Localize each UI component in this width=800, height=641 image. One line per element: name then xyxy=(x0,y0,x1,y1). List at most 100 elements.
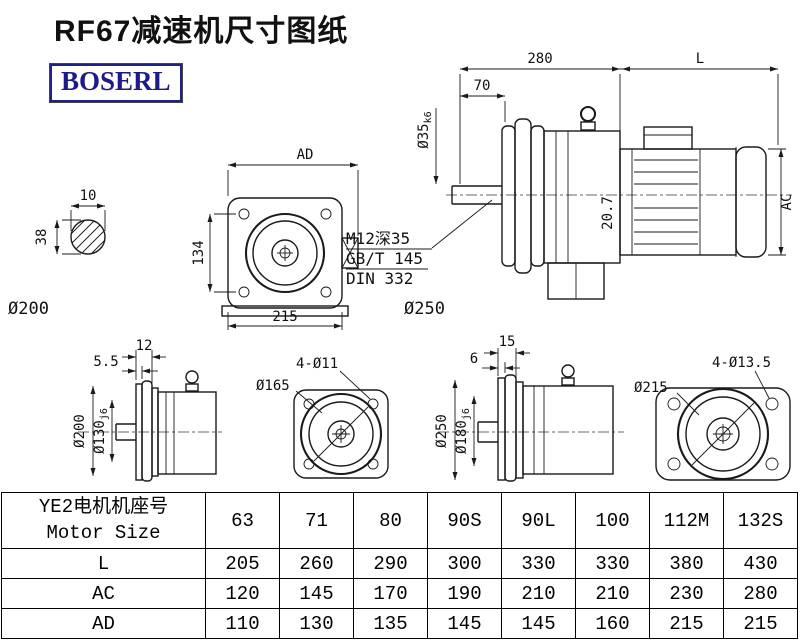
eyebolt xyxy=(579,105,597,131)
large-gearbox-side-view: 15 6 Ø250 Ø180j6 xyxy=(434,334,624,482)
dim-l-label: L xyxy=(696,51,704,67)
large-flange-front-view: 4-Ø13.5 Ø215 xyxy=(634,355,791,481)
shaft-section-circle xyxy=(70,219,106,255)
table-cell: 300 xyxy=(427,548,502,579)
motor-body xyxy=(619,126,767,258)
gearbox-housing xyxy=(501,118,621,300)
terminal-box xyxy=(643,126,693,150)
eyebolt xyxy=(561,364,575,386)
motor-size-value: 100 xyxy=(575,492,650,549)
flange-circle xyxy=(244,212,326,294)
table-row-ac: AC 120 145 170 190 210 210 230 280 xyxy=(1,578,798,609)
leader-lines xyxy=(295,370,371,414)
table-cell: 190 xyxy=(427,578,502,609)
thread-note: M12深35 xyxy=(346,229,410,248)
small-flange-front-view: 4-Ø11 Ø165 xyxy=(256,356,389,479)
dim-12-label: 12 xyxy=(136,338,153,354)
table-cell: 145 xyxy=(501,608,576,639)
motor-size-label-cn: YE2电机机座号 xyxy=(38,495,169,518)
table-cell: 260 xyxy=(279,548,354,579)
dia-250-label: Ø250 xyxy=(434,414,450,448)
eyebolt xyxy=(185,370,199,392)
table-cell: 160 xyxy=(575,608,650,639)
gearmotor-side-view: 280 L 70 Ø35k6 AC 20.7 M12深35 GB/T 145 D… xyxy=(346,51,795,300)
table-cell: 380 xyxy=(649,548,724,579)
bolt-holes-label: 4-Ø11 xyxy=(296,356,338,372)
dim-10-label: 10 xyxy=(80,188,97,204)
motor-size-header-cell: YE2电机机座号 Motor Size xyxy=(1,492,206,549)
dia-130j6-label: Ø130j6 xyxy=(92,408,110,454)
base-foot xyxy=(221,305,349,317)
table-cell: 430 xyxy=(723,548,798,579)
output-shaft xyxy=(477,421,498,443)
motor-size-value: 112M xyxy=(649,492,724,549)
dim-15-label: 15 xyxy=(499,334,516,350)
center-cross xyxy=(691,402,755,466)
dia-215-label: Ø215 xyxy=(634,380,668,396)
row-label: L xyxy=(1,548,206,579)
table-cell: 330 xyxy=(501,548,576,579)
dia-180j6-label: Ø180j6 xyxy=(454,408,472,454)
motor-fins xyxy=(634,159,698,245)
small-gearbox-side-view: 12 5.5 Ø200 Ø130j6 xyxy=(72,338,222,482)
housing xyxy=(135,380,217,482)
side-boss xyxy=(341,237,359,269)
dim-70-label: 70 xyxy=(474,78,491,94)
table-cell: 330 xyxy=(575,548,650,579)
motor-size-value: 90S xyxy=(427,492,502,549)
motor-size-label-en: Motor Size xyxy=(46,521,161,544)
row-label: AC xyxy=(1,578,206,609)
center-cross xyxy=(313,406,369,462)
flange-dia-label-250: Ø250 xyxy=(404,299,445,319)
fan-cover xyxy=(735,146,767,258)
leader-lines xyxy=(676,370,770,416)
table-cell: 170 xyxy=(353,578,428,609)
table-header-row: YE2电机机座号 Motor Size 63 71 80 90S 90L 100… xyxy=(1,492,798,549)
table-row-l: L 205 260 290 300 330 330 380 430 xyxy=(1,548,798,579)
dim-215-label: 215 xyxy=(272,309,297,325)
dim-ac-label: AC xyxy=(779,194,795,211)
center-cross xyxy=(277,245,293,261)
table-cell: 145 xyxy=(279,578,354,609)
din-standard-note: DIN 332 xyxy=(346,269,413,288)
technical-drawing: 10 38 xyxy=(8,51,795,482)
dia-200-label: Ø200 xyxy=(72,414,88,448)
motor-size-value: 80 xyxy=(353,492,428,549)
table-cell: 110 xyxy=(205,608,280,639)
output-shaft xyxy=(451,185,502,205)
flange-dia-label-200: Ø200 xyxy=(8,299,49,319)
bolt-holes xyxy=(667,397,779,471)
output-shaft xyxy=(115,423,136,441)
bolt-holes xyxy=(238,208,332,298)
table-cell: 145 xyxy=(427,608,502,639)
table-cell: 280 xyxy=(723,578,798,609)
dia-165-label: Ø165 xyxy=(256,378,290,394)
table-cell: 210 xyxy=(575,578,650,609)
hatch-lines xyxy=(70,219,106,255)
dim-5-5-label: 5.5 xyxy=(93,354,118,370)
dimension-lines xyxy=(56,205,106,255)
dim-ad-label: AD xyxy=(297,147,314,163)
table-cell: 135 xyxy=(353,608,428,639)
dimension-lines xyxy=(209,164,359,330)
motor-size-value: 71 xyxy=(279,492,354,549)
table-cell: 120 xyxy=(205,578,280,609)
table-cell: 215 xyxy=(723,608,798,639)
dim-38-label: 38 xyxy=(34,229,50,246)
table-cell: 230 xyxy=(649,578,724,609)
dim-134-label: 134 xyxy=(191,240,207,265)
page-title: RF67减速机尺寸图纸 xyxy=(54,15,349,48)
table-row-ad: AD 110 130 135 145 145 160 215 215 xyxy=(1,608,798,639)
gbt-standard-note: GB/T 145 xyxy=(346,249,423,268)
boserl-logo: BOSERL xyxy=(50,64,182,102)
shaft-cross-section-view: 10 38 xyxy=(34,188,106,255)
dim-6-label: 6 xyxy=(470,351,478,367)
shaft-dia-label: Ø35k6 xyxy=(416,111,434,148)
dim-20-7-label: 20.7 xyxy=(600,196,616,230)
table-cell: 205 xyxy=(205,548,280,579)
dimension-table: YE2电机机座号 Motor Size 63 71 80 90S 90L 100… xyxy=(1,492,799,639)
gearbox-front-view: AD 134 215 xyxy=(191,147,359,330)
housing xyxy=(497,374,614,482)
bolt-holes-label: 4-Ø13.5 xyxy=(712,355,771,371)
